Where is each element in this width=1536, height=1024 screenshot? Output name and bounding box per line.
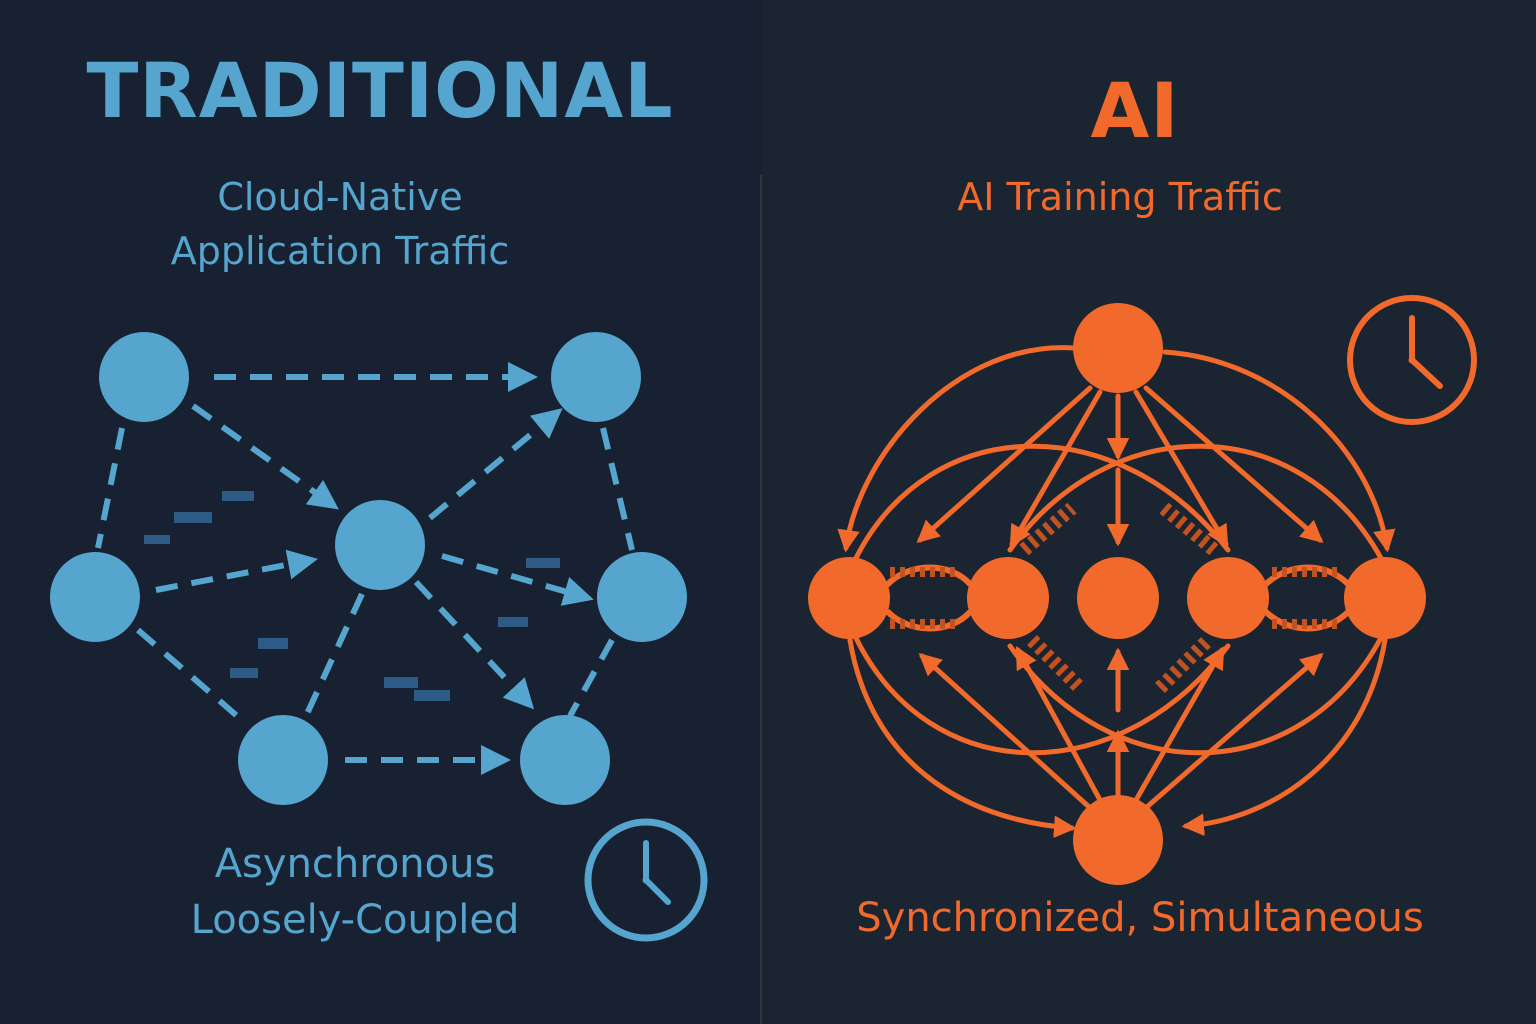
ai-caption: Synchronized, Simultaneous	[856, 895, 1424, 941]
edge-dashed	[303, 592, 365, 718]
packet	[526, 558, 560, 568]
traditional-subtitle-line1: Cloud-Native	[217, 175, 463, 219]
edge-arrow	[191, 403, 339, 510]
service-node	[99, 332, 189, 422]
clock-icon	[584, 818, 708, 942]
traditional-network-diagram	[50, 332, 708, 942]
service-node	[335, 500, 425, 590]
panel-divider	[760, 175, 762, 1024]
service-node	[520, 715, 610, 805]
packet	[144, 535, 170, 544]
ai-heading: AI	[1090, 66, 1180, 155]
service-node	[50, 552, 140, 642]
ai-subtitle: AI Training Traffic	[957, 175, 1283, 219]
service-node	[551, 332, 641, 422]
service-node	[597, 552, 687, 642]
packet	[384, 677, 418, 688]
traditional-heading: TRADITIONAL	[86, 46, 674, 135]
edge-dashed	[567, 638, 615, 718]
edge-dashed	[95, 427, 125, 549]
traditional-caption-line2: Loosely-Coupled	[190, 897, 520, 943]
edge-dashed	[136, 627, 246, 725]
packet	[414, 690, 450, 701]
service-node	[238, 715, 328, 805]
traditional-caption-line1: Asynchronous	[214, 841, 496, 887]
edge-arrow	[413, 579, 535, 710]
traditional-subtitle-line2: Application Traffic	[170, 229, 510, 273]
packet	[222, 491, 254, 501]
edge-arrow	[155, 549, 318, 593]
packet	[498, 617, 528, 627]
packet	[174, 512, 212, 523]
edge-arrow	[428, 408, 563, 521]
edge-arrow	[441, 553, 594, 606]
packet	[230, 668, 258, 678]
packet	[258, 638, 288, 649]
edge-dashed	[600, 427, 635, 551]
